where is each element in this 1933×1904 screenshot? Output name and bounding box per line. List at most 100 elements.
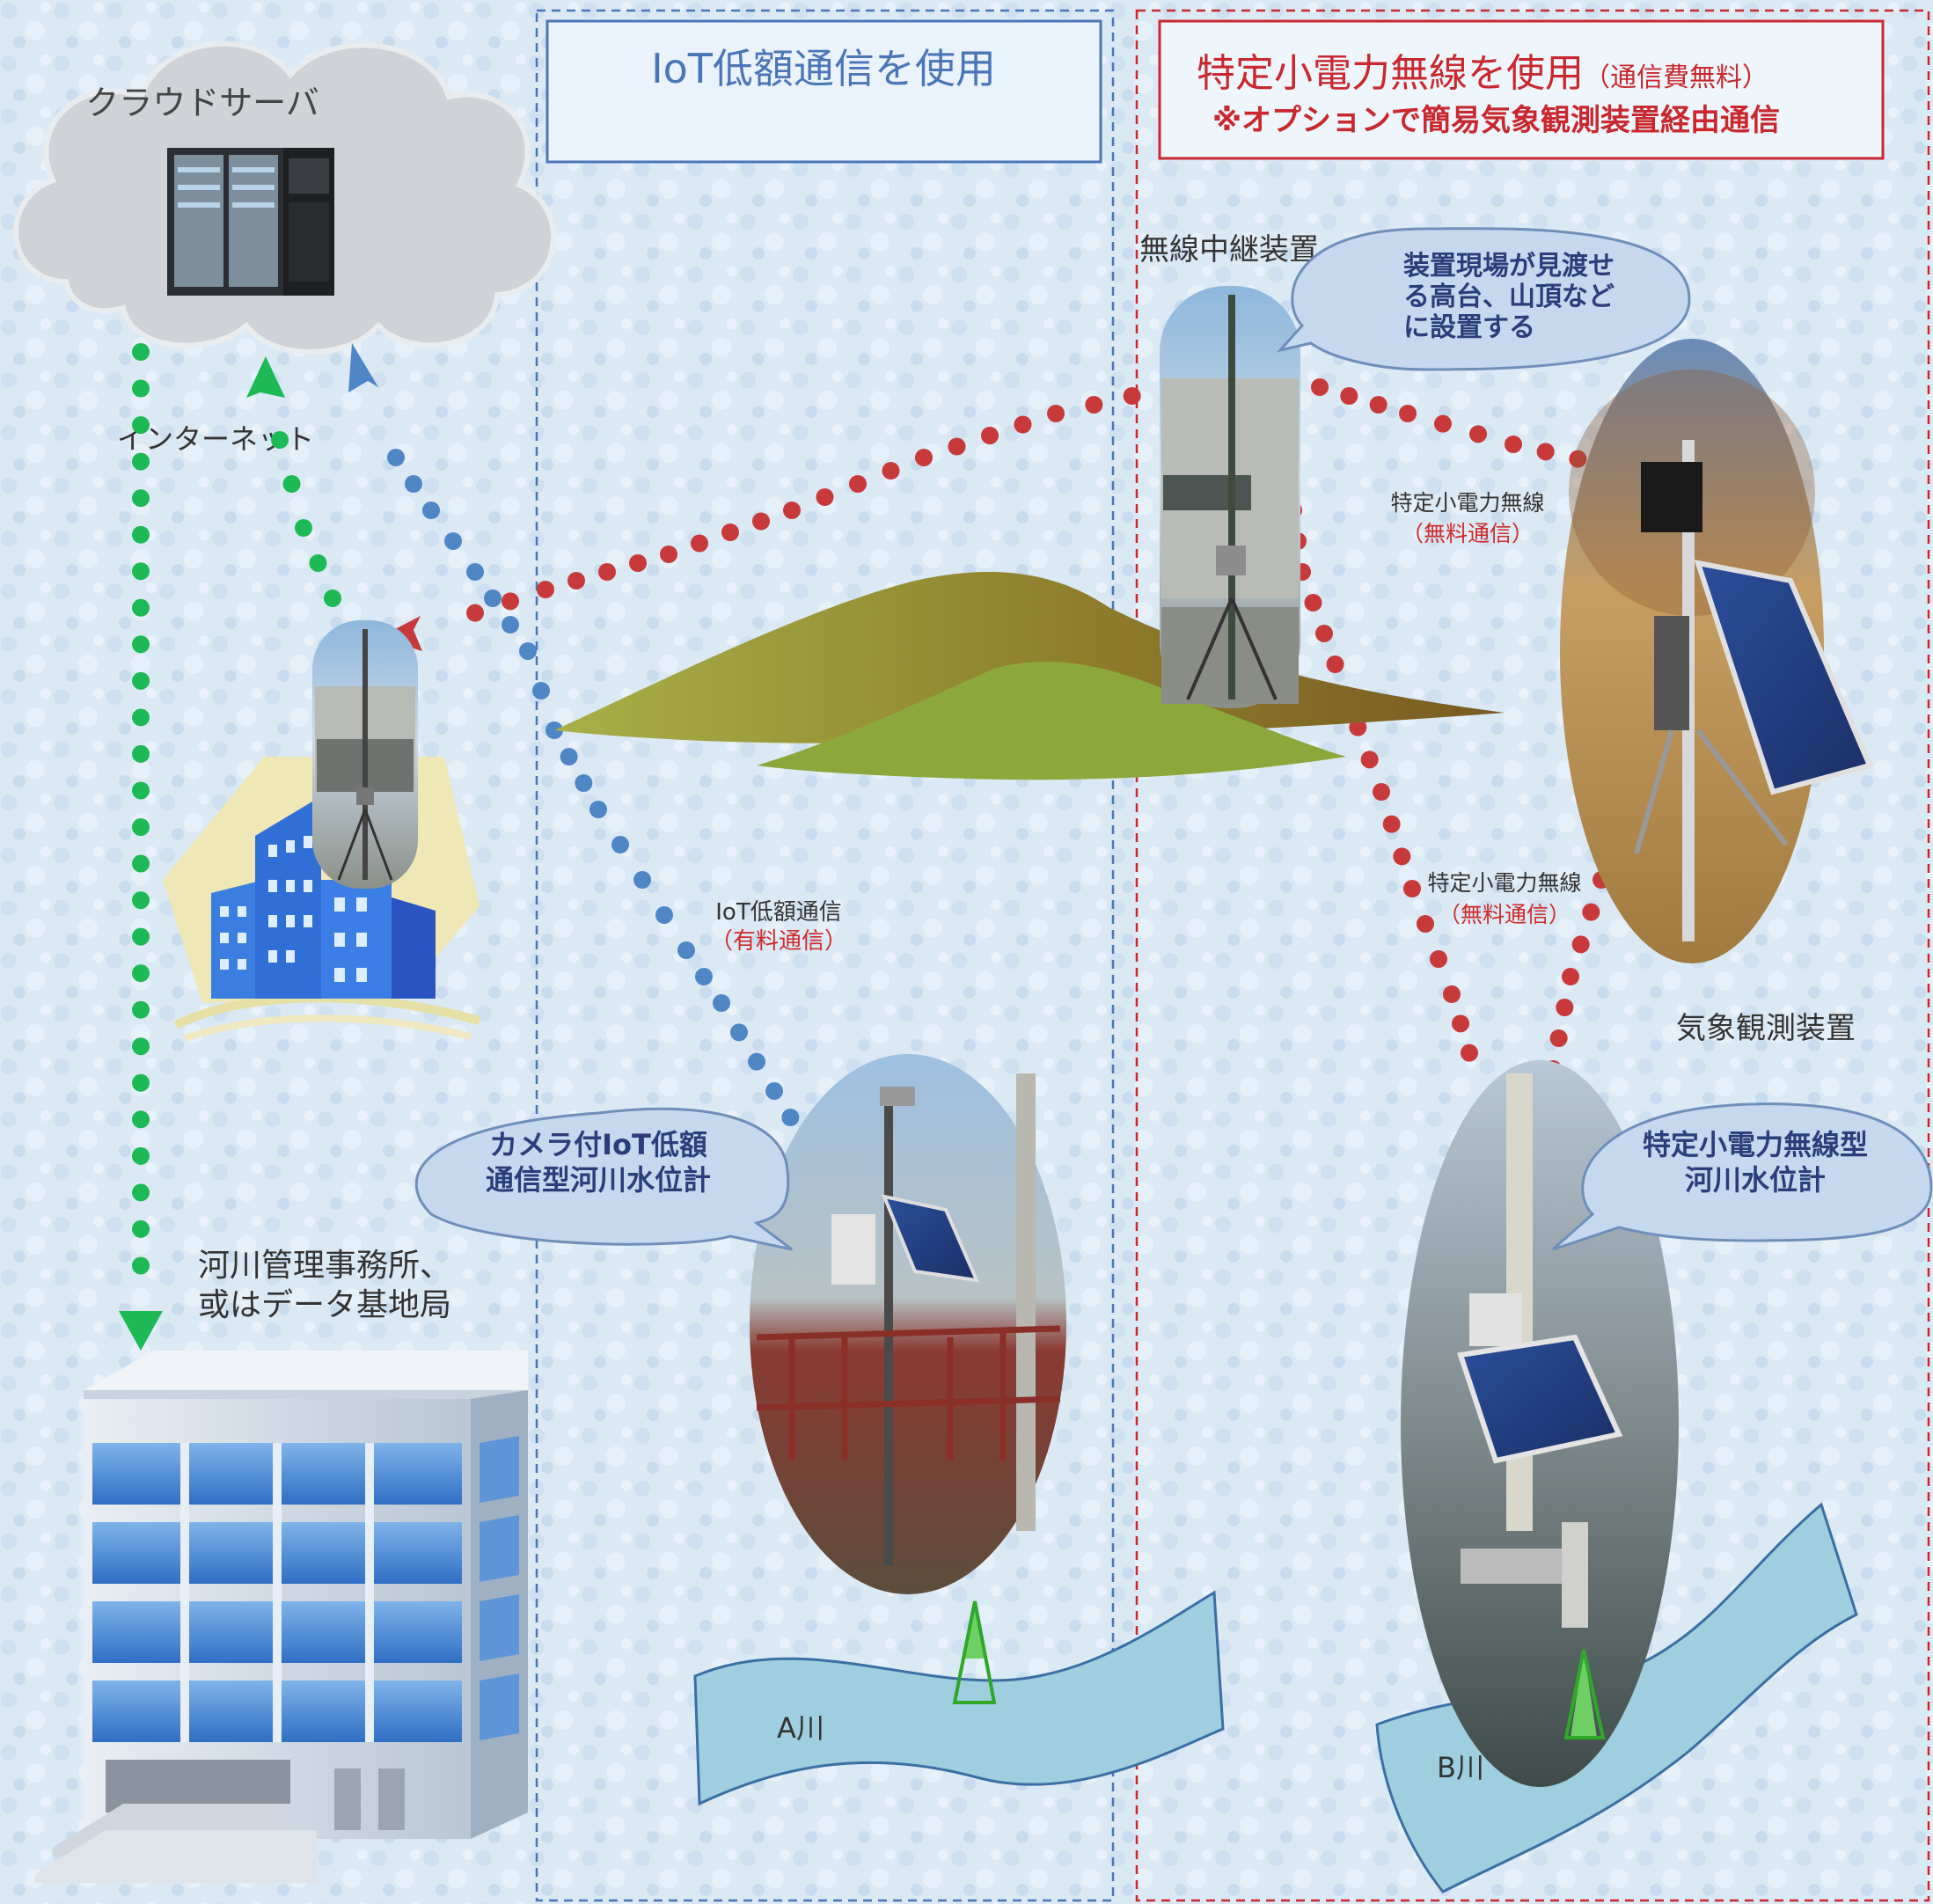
radio-water-gauge-photo xyxy=(1401,1060,1679,1787)
internet-link-office-dot xyxy=(132,1256,150,1275)
radio-title-note: （通信費無料） xyxy=(1584,62,1768,93)
radio-link-weather-gauge-dot xyxy=(1556,999,1574,1016)
radio-link-relay-city-dot xyxy=(981,427,999,444)
radio-link-relay-gauge-dot xyxy=(1304,594,1322,611)
iot-link-dot xyxy=(589,801,607,818)
radio-link-weather-gauge-dot xyxy=(1562,968,1579,985)
internet-link-office-dot xyxy=(132,525,150,544)
radio-gauge-callout xyxy=(1552,1102,1933,1251)
radio-title-box xyxy=(1158,19,1885,160)
iot-link-dot xyxy=(611,836,629,853)
radio-link-relay-weather-dot xyxy=(1434,414,1452,433)
radio-link-weather-gauge-dot xyxy=(1571,935,1590,954)
radio-link-relay-weather-dot xyxy=(1505,436,1522,453)
internet-link-office-dot xyxy=(132,1073,150,1092)
radio-link-relay-city-dot xyxy=(721,524,739,541)
iot-link-dot xyxy=(713,994,730,1012)
server-rack-icon xyxy=(167,148,334,296)
iot-panel-frame xyxy=(535,9,1115,1902)
radio-link-weather-gauge-dot xyxy=(1549,1029,1568,1047)
camera-callout-line2: 通信型河川水位計 xyxy=(486,1163,711,1197)
internet-link-office-dot xyxy=(132,854,150,873)
internet-link-office-dot xyxy=(132,927,150,946)
iot-link-dot xyxy=(730,1023,748,1042)
radio-link-relay-city-dot xyxy=(537,581,554,598)
radio-link-relay-city-dot xyxy=(691,534,708,553)
internet-link-office-dot xyxy=(132,1110,150,1129)
internet-link-office-dot xyxy=(132,452,150,471)
internet-link-office-dot xyxy=(132,708,150,727)
river-a-label: A川 xyxy=(777,1711,824,1745)
internet-link-office-dot xyxy=(132,562,150,581)
iot-link-dot xyxy=(532,682,550,699)
internet-link-office-dot xyxy=(132,964,150,983)
relay-callout-line3: に設置する xyxy=(1403,312,1535,343)
iot-link-cost: （有料通信） xyxy=(710,928,847,955)
radio-link-relay-city-dot xyxy=(629,554,647,572)
internet-link-office-dot xyxy=(132,1146,150,1165)
radio-link-relay-weather-dot xyxy=(1311,378,1329,396)
radio-title: 特定小電力無線を使用（通信費無料） xyxy=(1197,51,1768,96)
iot-link-dot xyxy=(677,941,695,959)
internet-link-office-dot xyxy=(132,1219,150,1238)
radio-link-relay-city-dot xyxy=(502,592,519,611)
radio-link-relay-city-dot xyxy=(882,462,900,480)
radio-link-relay-gauge-dot xyxy=(1461,1044,1478,1062)
relay-callout-line1: 装置現場が見渡せ xyxy=(1403,251,1614,282)
internet-link-city-dot xyxy=(282,475,301,493)
internet-link-city-dot xyxy=(324,590,341,607)
iot-link-label: IoT低額通信 xyxy=(715,899,841,926)
radio-link-relay-gauge-dot xyxy=(1403,880,1421,897)
radio-link-relay-city-dot xyxy=(948,437,966,456)
radio-link-relay-gauge-dot xyxy=(1443,985,1461,1003)
radio-link-relay-gauge-dot xyxy=(1452,1014,1469,1033)
internet-link-city-dot xyxy=(271,431,289,449)
iot-link-dot xyxy=(781,1109,800,1126)
office-building xyxy=(35,1351,528,1883)
internet-link-office-dot xyxy=(132,1183,150,1202)
radio-link-relay-city-dot xyxy=(915,449,933,466)
sensor-marker-b xyxy=(1563,1649,1606,1739)
radio-link-relay-city-dot xyxy=(598,563,616,581)
radio-link-relay-weather-dot xyxy=(1369,396,1388,414)
internet-link-office-dot xyxy=(132,379,150,398)
internet-link-office-dot xyxy=(132,343,150,361)
radio-title-main: 特定小電力無線を使用 xyxy=(1197,51,1584,96)
internet-link-office-dot xyxy=(132,1000,150,1019)
office-label-1: 河川管理事務所、 xyxy=(198,1248,451,1284)
radio-link-relay-weather-dot xyxy=(1469,425,1487,443)
iot-title: IoT低額通信を使用 xyxy=(651,45,996,92)
iot-link-dot xyxy=(560,748,578,765)
internet-link-city-dot xyxy=(295,519,312,537)
internet-link-office-dot xyxy=(132,891,150,910)
radio-link-relay-weather-dot xyxy=(1569,450,1587,468)
iot-link-dot xyxy=(484,590,502,607)
radio-link-relay-city-dot xyxy=(1047,405,1065,422)
radio-link-relay-gauge-dot xyxy=(1417,915,1434,933)
city-building-cluster xyxy=(163,620,481,1042)
internet-link-office-dot xyxy=(132,818,150,836)
iot-link-dot xyxy=(519,642,537,660)
weather-station-photo xyxy=(1560,339,1874,963)
radio-link-relay-city-dot xyxy=(752,512,770,531)
internet-link-office-dot xyxy=(132,744,150,763)
radio-panel-frame xyxy=(1135,9,1930,1902)
iot-link-dot xyxy=(387,449,405,466)
radio-link-relay-city-dot xyxy=(660,546,677,563)
iot-link-dot xyxy=(695,968,713,985)
cloud-label: クラウドサーバ xyxy=(85,84,319,122)
up-arrow-cloud-green xyxy=(246,356,285,398)
radio-title-sub: ※オプションで簡易気象観測装置経由通信 xyxy=(1212,103,1780,138)
radio-link-relay-weather-dot xyxy=(1536,443,1555,461)
radio-link-relay-city-dot xyxy=(783,502,801,519)
radio-link-2-label: 特定小電力無線 xyxy=(1427,870,1581,896)
iot-link-dot xyxy=(748,1052,765,1071)
weather-label: 気象観測装置 xyxy=(1676,1011,1856,1046)
river-a xyxy=(693,1590,1225,1806)
radio-link-relay-city-dot xyxy=(1123,387,1141,405)
iot-link-dot xyxy=(765,1082,783,1100)
radio-link-relay-city-dot xyxy=(1085,396,1103,414)
radio-link-relay-gauge-dot xyxy=(1326,655,1344,673)
radio-gauge-callout-line2: 河川水位計 xyxy=(1685,1163,1826,1197)
radio-link-relay-city-dot xyxy=(1014,415,1032,434)
